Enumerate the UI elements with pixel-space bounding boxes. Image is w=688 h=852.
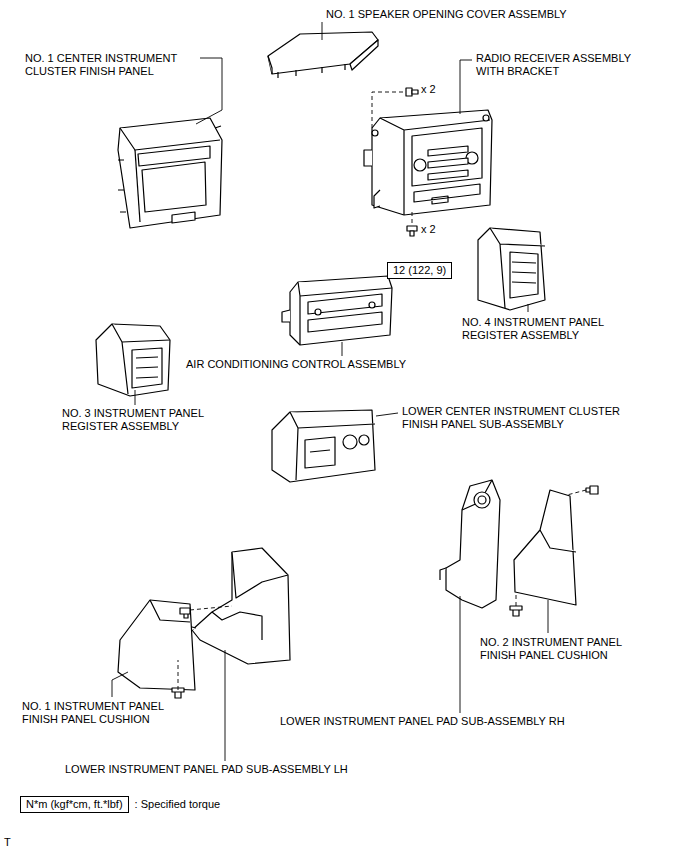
ac-control [282,276,392,345]
part-name: NO. 1 INSTRUMENT PANEL FINISH PANEL CUSH… [22,700,197,726]
part-name: RADIO RECEIVER ASSEMBLY WITH BRACKET [476,52,661,78]
part-name: NO. 4 INSTRUMENT PANEL REGISTER ASSEMBLY [462,316,637,342]
part-name: NO. 1 CENTER INSTRUMENT CLUSTER FINISH P… [25,52,210,78]
center-finish-panel [118,118,222,228]
radio-receiver [364,110,492,215]
callout-text: x 2 [421,223,436,236]
lower-pad-lh [188,548,290,664]
part-name: LOWER INSTRUMENT PANEL PAD SUB-ASSEMBLY … [280,715,565,728]
speaker-cover [268,32,378,78]
part-name: NO. 1 SPEAKER OPENING COVER ASSEMBLY [326,8,567,21]
part-name: NO. 2 INSTRUMENT PANEL FINISH PANEL CUSH… [480,636,655,662]
part-name: NO. 3 INSTRUMENT PANEL REGISTER ASSEMBLY [62,407,237,433]
part-name: AIR CONDITIONING CONTROL ASSEMBLY [186,358,406,371]
torque-legend: N*m (kgf*cm, ft.*lbf) : Specified torque [20,796,220,813]
callout-text: x 2 [421,83,436,96]
screw-guides [372,92,412,226]
register-rh [478,228,545,310]
legend-text: : Specified torque [135,798,221,811]
cushion-2 [514,490,576,605]
part-name: LOWER CENTER INSTRUMENT CLUSTER FINISH P… [402,405,652,431]
lower-pad-rh [440,480,500,608]
torque-box: 12 (122, 9) [387,262,452,279]
clip-symbols [172,486,598,698]
callout-text: T [4,836,11,849]
part-name: LOWER INSTRUMENT PANEL PAD SUB-ASSEMBLY … [65,763,348,776]
lower-center-panel [272,410,375,482]
cushion-1 [118,600,195,690]
torque-value: N*m (kgf*cm, ft.*lbf) [20,796,129,813]
register-lh [96,324,170,396]
screw-symbols [406,88,418,236]
torque-value: 12 (122, 9) [387,262,452,279]
